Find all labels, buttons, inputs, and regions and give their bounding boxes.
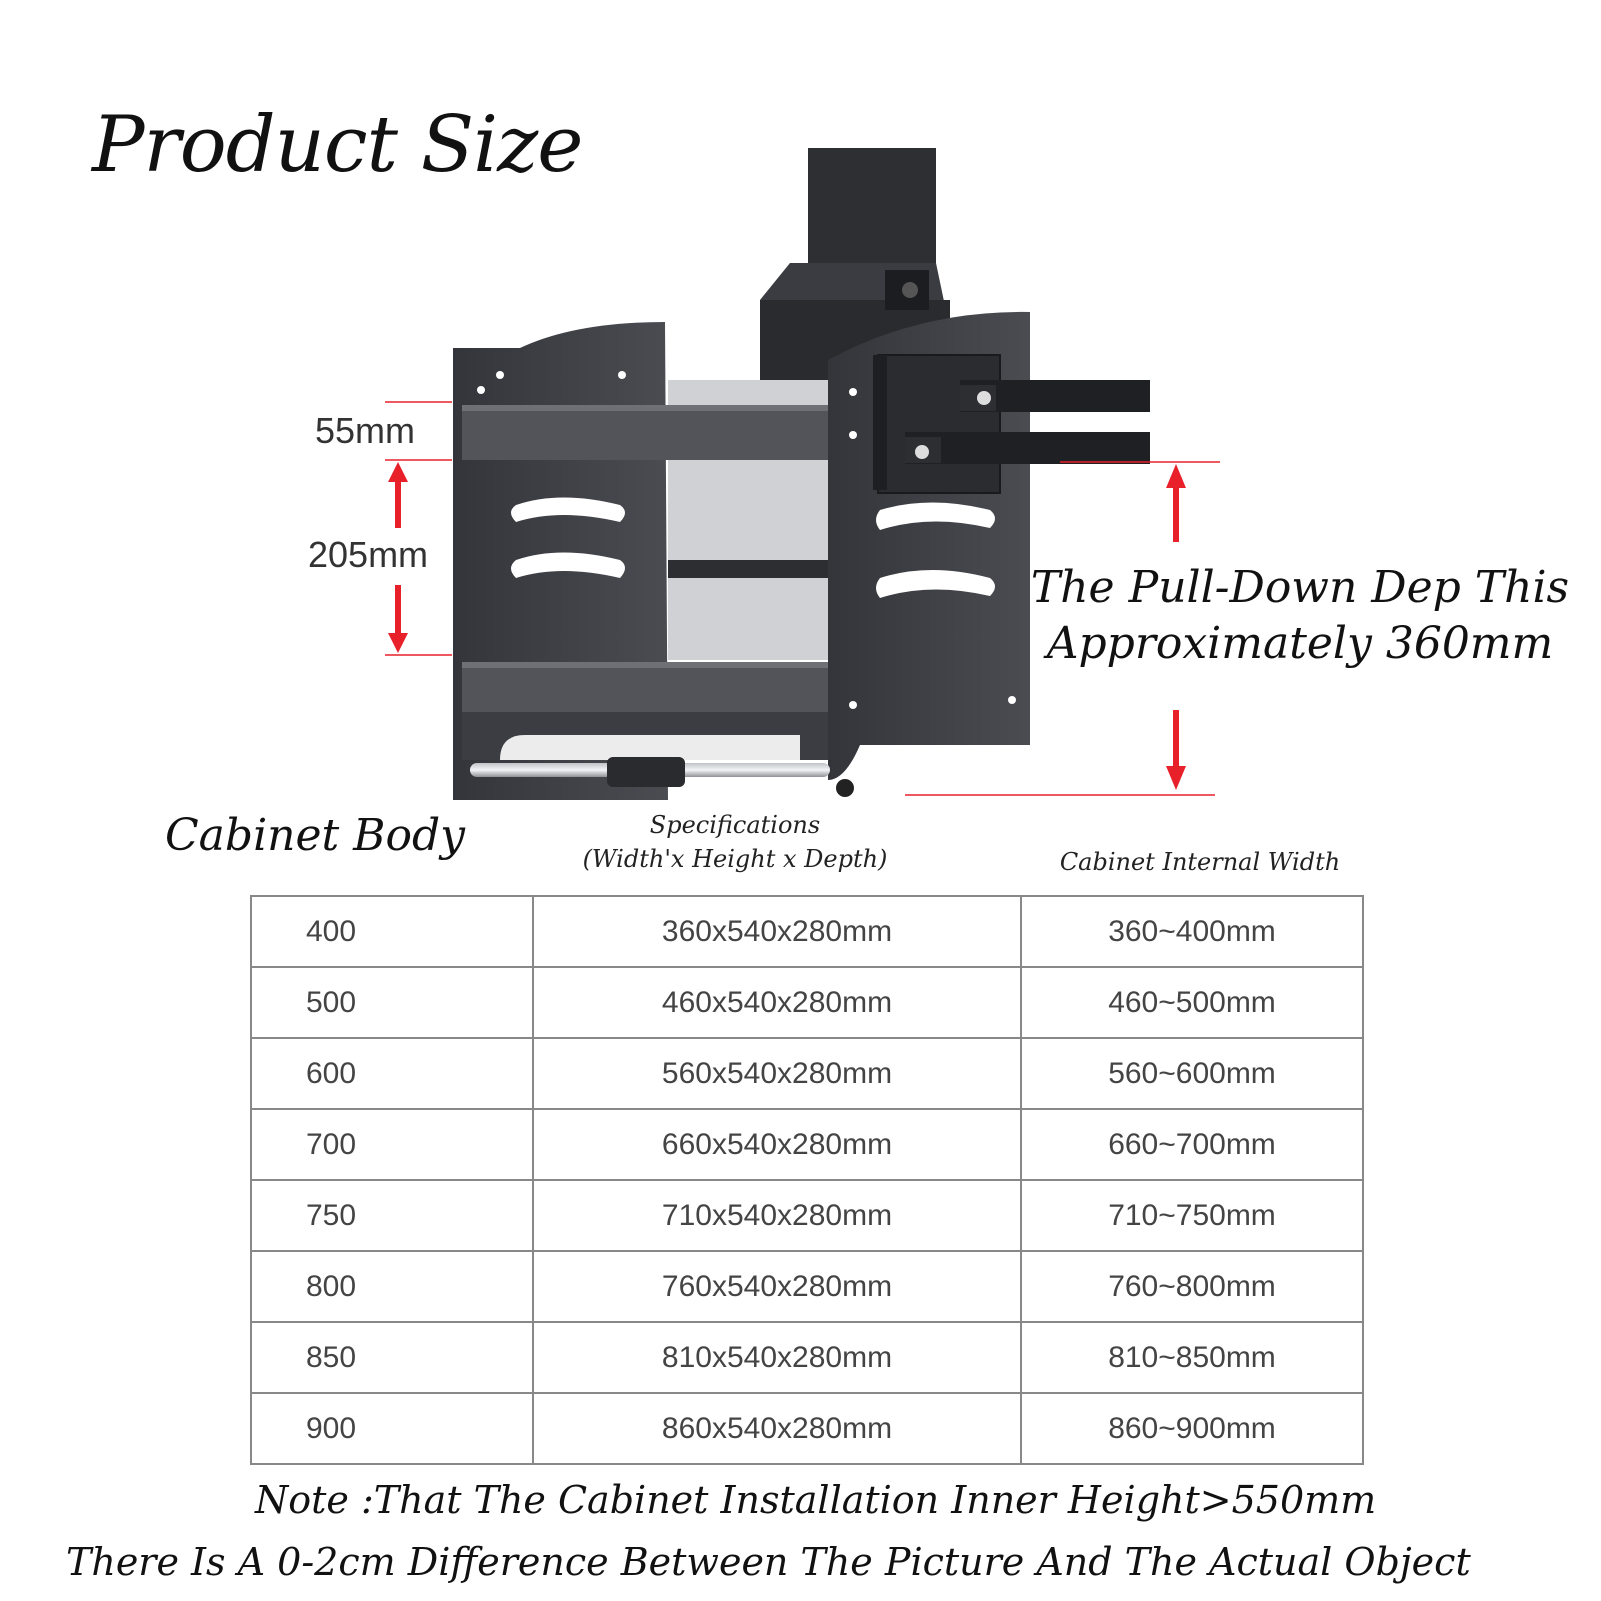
dimension-guides xyxy=(385,401,1220,796)
shelf-gap-label: 205mm xyxy=(308,534,429,575)
top-gap-label: 55mm xyxy=(315,410,416,451)
header-specifications-line2: (Width'x Height x Depth) xyxy=(582,845,888,873)
cell-width: 860~900mm xyxy=(1020,1392,1364,1465)
cell-body: 850 xyxy=(250,1321,534,1394)
cell-body: 400 xyxy=(250,895,534,968)
shelf-bars xyxy=(462,405,828,760)
handle-bar xyxy=(470,757,854,797)
cell-spec: 760x540x280mm xyxy=(532,1250,1022,1323)
table-row: 850 810x540x280mm 810~850mm xyxy=(250,1321,1364,1394)
pull-down-line2: Approximately 360mm xyxy=(1046,618,1554,669)
table-row: 600 560x540x280mm 560~600mm xyxy=(250,1037,1364,1110)
table-row: 900 860x540x280mm 860~900mm xyxy=(250,1392,1364,1465)
header-cabinet-body: Cabinet Body xyxy=(165,810,466,861)
cell-width: 460~500mm xyxy=(1020,966,1364,1039)
cell-width: 360~400mm xyxy=(1020,895,1364,968)
spec-table: 400 360x540x280mm 360~400mm 500 460x540x… xyxy=(250,895,1364,1465)
table-row: 700 660x540x280mm 660~700mm xyxy=(250,1108,1364,1181)
cell-body: 750 xyxy=(250,1179,534,1252)
arrow-icon-205mm xyxy=(388,462,408,653)
header-specifications-line1: Specifications xyxy=(649,811,821,839)
cell-spec: 360x540x280mm xyxy=(532,895,1022,968)
cell-spec: 560x540x280mm xyxy=(532,1037,1022,1110)
cell-width: 760~800mm xyxy=(1020,1250,1364,1323)
pull-down-line1: The Pull-Down Dep This xyxy=(1030,562,1570,613)
lift-mechanism xyxy=(760,148,950,380)
page-title: Product Size xyxy=(92,100,583,190)
cell-width: 710~750mm xyxy=(1020,1179,1364,1252)
cell-spec: 460x540x280mm xyxy=(532,966,1022,1039)
cell-spec: 810x540x280mm xyxy=(532,1321,1022,1394)
header-specifications: Specifications (Width'x Height x Depth) xyxy=(545,808,925,876)
table-row: 500 460x540x280mm 460~500mm xyxy=(250,966,1364,1039)
arrow-icon-360mm xyxy=(1166,464,1186,790)
pull-down-depth-note: The Pull-Down Dep This Approximately 360… xyxy=(1030,560,1570,672)
cell-spec: 660x540x280mm xyxy=(532,1108,1022,1181)
installation-note: Note :That The Cabinet Installation Inne… xyxy=(255,1478,1377,1522)
cell-body: 900 xyxy=(250,1392,534,1465)
cell-body: 500 xyxy=(250,966,534,1039)
cell-spec: 860x540x280mm xyxy=(532,1392,1022,1465)
header-internal-width: Cabinet Internal Width xyxy=(1059,848,1341,876)
cell-width: 660~700mm xyxy=(1020,1108,1364,1181)
right-side-panel xyxy=(828,311,1030,780)
table-row: 400 360x540x280mm 360~400mm xyxy=(250,895,1364,968)
table-row: 800 760x540x280mm 760~800mm xyxy=(250,1250,1364,1323)
cell-spec: 710x540x280mm xyxy=(532,1179,1022,1252)
difference-note: There Is A 0-2cm Difference Between The … xyxy=(66,1540,1471,1584)
cell-width: 810~850mm xyxy=(1020,1321,1364,1394)
cell-body: 600 xyxy=(250,1037,534,1110)
cell-body: 700 xyxy=(250,1108,534,1181)
cell-body: 800 xyxy=(250,1250,534,1323)
cell-width: 560~600mm xyxy=(1020,1037,1364,1110)
pull-arms xyxy=(905,380,1150,464)
table-row: 750 710x540x280mm 710~750mm xyxy=(250,1179,1364,1252)
